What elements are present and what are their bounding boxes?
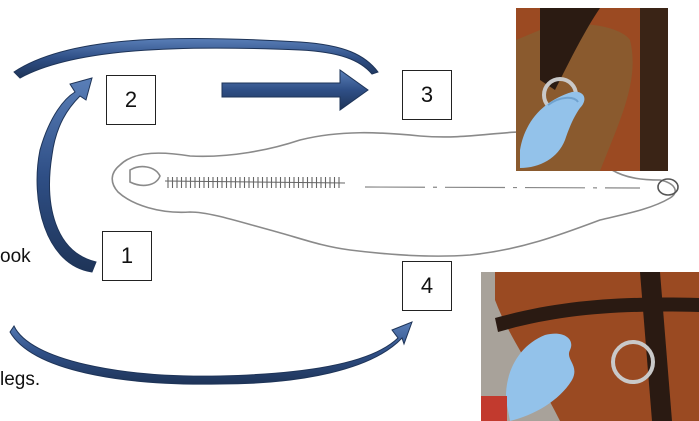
step-box-3: 3 bbox=[402, 70, 452, 120]
arch-arrow-top bbox=[14, 38, 378, 78]
photo-bridle-top bbox=[516, 8, 668, 171]
caption-partial-legs: legs. bbox=[0, 369, 40, 391]
caption-partial-ook: ook bbox=[0, 246, 31, 268]
mane-ticks bbox=[165, 177, 345, 188]
curved-arrow-left bbox=[37, 78, 96, 272]
centre-line bbox=[365, 187, 640, 188]
step-box-2: 2 bbox=[106, 75, 156, 125]
arch-arrow-bottom bbox=[10, 322, 412, 384]
photo-bridle-bottom bbox=[481, 272, 699, 421]
straight-arrow bbox=[222, 70, 368, 110]
step-box-1: 1 bbox=[102, 231, 152, 281]
step-box-4: 4 bbox=[402, 261, 452, 311]
